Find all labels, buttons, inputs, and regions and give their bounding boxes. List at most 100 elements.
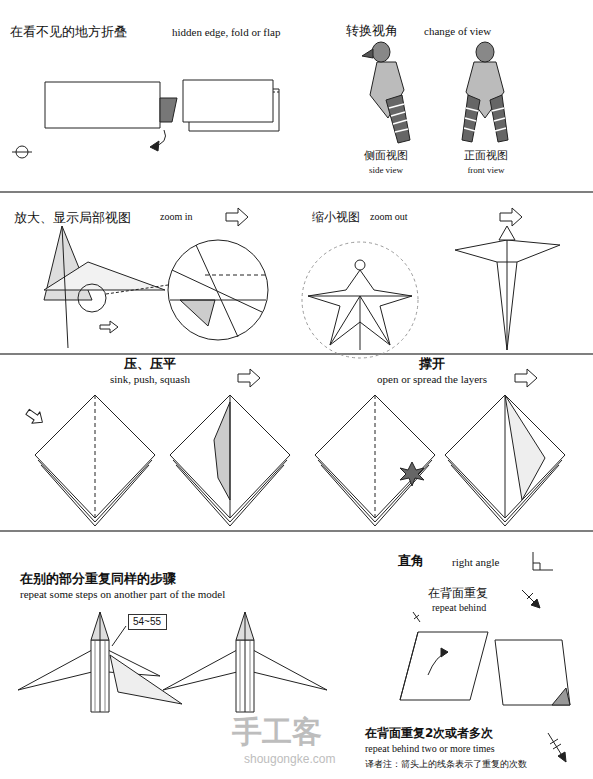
open-figure xyxy=(505,395,545,500)
bird-model xyxy=(105,640,106,712)
bird-model xyxy=(245,640,246,712)
bird-model xyxy=(110,655,182,704)
symbol-caption: hidden edge, fold or flap xyxy=(172,26,280,39)
zoom-out-figure xyxy=(507,240,508,350)
zoom-out-figure xyxy=(499,226,515,240)
symbol-caption: open or spread the layers xyxy=(377,373,487,386)
repeat-behind-figure xyxy=(441,648,448,657)
side-view-figure xyxy=(372,42,390,62)
zoom-out-arrow xyxy=(500,208,522,226)
bird-model xyxy=(18,612,182,712)
front-view-figure xyxy=(462,95,480,142)
zoom-out-arrow xyxy=(500,208,522,226)
zoom-out-figure xyxy=(455,240,560,350)
sink-figure xyxy=(35,395,155,518)
zoom-in-figure xyxy=(170,300,266,301)
bird-model xyxy=(245,612,246,640)
front-view-figure xyxy=(465,118,476,121)
side-view-figure xyxy=(362,42,410,143)
zoom-out-figure xyxy=(330,296,360,345)
zoom-in-figure xyxy=(180,300,215,326)
open-figure xyxy=(315,395,565,526)
bird-model xyxy=(236,612,254,640)
bird-model xyxy=(91,640,109,712)
symbol-caption: zoom in xyxy=(160,211,193,223)
symbol-title: 转换视角 xyxy=(346,23,398,39)
sink-figure xyxy=(95,395,96,518)
repeat-multiple-symbol xyxy=(550,739,558,744)
row-separator xyxy=(0,191,593,193)
zoom-in-figure xyxy=(106,285,168,294)
bird-model xyxy=(100,640,101,712)
front-view-figure xyxy=(466,108,478,111)
hidden-line-symbol xyxy=(12,152,32,153)
symbol-caption: repeat some steps on another part of the… xyxy=(20,588,225,601)
side-view-figure xyxy=(393,120,407,124)
repeat-multiple-symbol xyxy=(558,752,566,762)
squash-arrow xyxy=(238,369,260,387)
hidden-fold-figure xyxy=(45,80,279,151)
open-figure xyxy=(400,462,424,486)
front-view-figure xyxy=(476,42,494,62)
zoom-in-arrow xyxy=(226,208,248,226)
translator-note: 译者注：箭头上的线条表示了重复的次数 xyxy=(365,759,527,770)
open-figure xyxy=(375,395,376,518)
hidden-line-symbol xyxy=(12,146,32,158)
front-view-figure xyxy=(462,42,508,142)
sink-figure xyxy=(24,395,290,526)
symbol-title: 压、压平 xyxy=(124,356,176,372)
zoom-in-figure xyxy=(44,262,165,290)
open-figure xyxy=(445,395,565,518)
repeat-behind-figure xyxy=(552,688,570,705)
sink-figure xyxy=(24,406,47,428)
zoom-out-figure xyxy=(360,296,390,345)
repeat-behind-figure xyxy=(413,612,420,622)
sink-figure xyxy=(230,395,231,518)
bird-model xyxy=(163,612,327,712)
open-arrow xyxy=(515,369,537,387)
zoom-out-figure xyxy=(302,226,560,358)
zoom-in-figure xyxy=(44,226,268,348)
bird-model xyxy=(91,612,109,640)
leader-line xyxy=(112,626,126,646)
zoom-in-figure xyxy=(196,245,238,337)
hidden-fold-figure xyxy=(150,141,159,151)
symbol-title: 撑开 xyxy=(419,356,445,372)
side-view-figure xyxy=(362,49,373,58)
repeat-multiple-symbol xyxy=(548,733,566,762)
repeat-behind-symbol xyxy=(527,593,533,599)
bird-model xyxy=(163,650,237,690)
front-view-figure xyxy=(466,62,504,118)
repeat-behind-symbol xyxy=(522,590,540,608)
symbol-title: 缩小视图 xyxy=(312,210,360,224)
repeat-behind-figure xyxy=(428,652,448,675)
symbol-title: 在背面重复2次或者多次 xyxy=(365,726,493,740)
front-view-figure xyxy=(464,128,475,131)
repeat-multiple-symbol xyxy=(548,733,566,762)
front-view-figure xyxy=(495,128,506,131)
zoom-out-figure xyxy=(308,296,360,297)
symbol-caption: right angle xyxy=(452,556,499,569)
side-view-figure xyxy=(389,104,404,108)
row-separator xyxy=(0,530,593,532)
repeat-behind-figure xyxy=(400,632,488,700)
side-view-figure xyxy=(391,112,405,116)
symbol-title: 直角 xyxy=(398,553,424,569)
callout-box: 54~55 xyxy=(128,614,167,630)
bird-model xyxy=(95,640,96,712)
zoom-out-figure xyxy=(497,262,517,263)
repeat-behind-symbol xyxy=(531,599,540,608)
side-view-figure xyxy=(389,104,408,132)
squash-arrow xyxy=(238,369,260,387)
front-view-figure xyxy=(490,95,508,142)
open-figure xyxy=(315,395,435,518)
callout-number: 54~55 xyxy=(133,616,162,628)
right-angle-symbol xyxy=(533,552,553,570)
hidden-fold-figure xyxy=(45,82,160,128)
open-arrow xyxy=(515,369,537,387)
zoom-out-figure xyxy=(360,296,361,350)
leader-line xyxy=(112,626,126,646)
